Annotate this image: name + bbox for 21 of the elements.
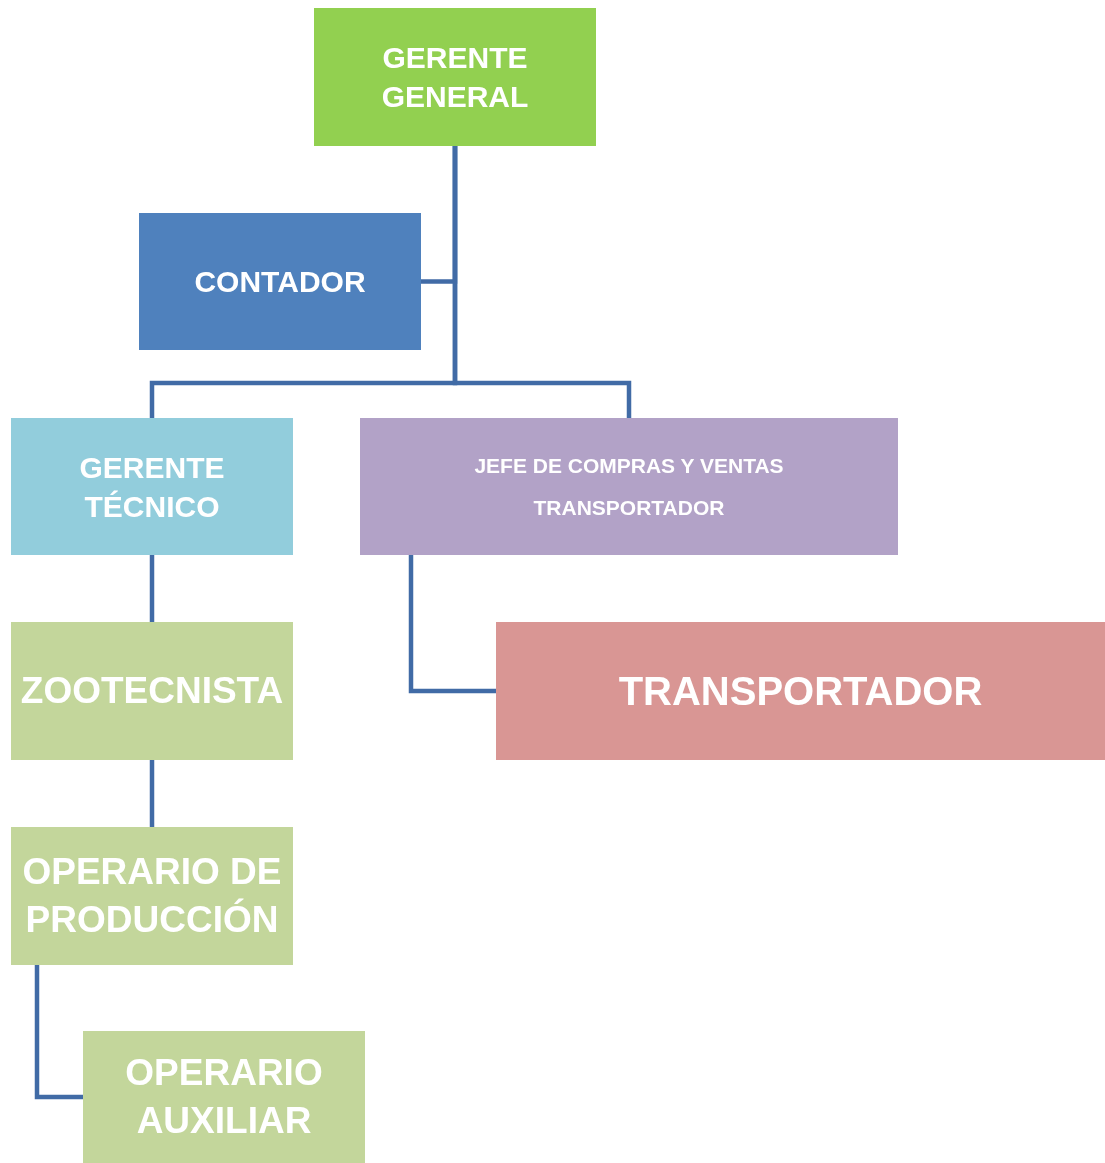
connector-line: [149, 555, 155, 622]
connector-line: [408, 555, 496, 694]
org-box: [360, 418, 898, 555]
connector-line: [34, 965, 83, 1100]
org-box: [11, 622, 293, 760]
org-box: [11, 827, 293, 965]
org-box: [11, 418, 293, 555]
org-box: [83, 1031, 365, 1163]
connector-line: [452, 146, 632, 418]
connector-line: [149, 760, 155, 827]
role-title: JEFE DE COMPRAS Y VENTAS TRANSPORTADOR: [473, 452, 785, 521]
org-box: [314, 8, 596, 146]
role-title: GERENTE TÉCNICO: [78, 449, 226, 525]
role-title: OPERARIO DE PRODUCCIÓN: [21, 849, 283, 942]
role-title: GERENTE GENERAL: [380, 40, 530, 115]
org-box: [496, 622, 1105, 760]
role-title: OPERARIO AUXILIAR: [124, 1050, 324, 1143]
role-title: ZOOTECNISTA: [20, 668, 284, 713]
org-box: [139, 213, 421, 350]
role-title: CONTADOR: [194, 264, 366, 300]
role-title: TRANSPORTADOR: [618, 668, 983, 715]
